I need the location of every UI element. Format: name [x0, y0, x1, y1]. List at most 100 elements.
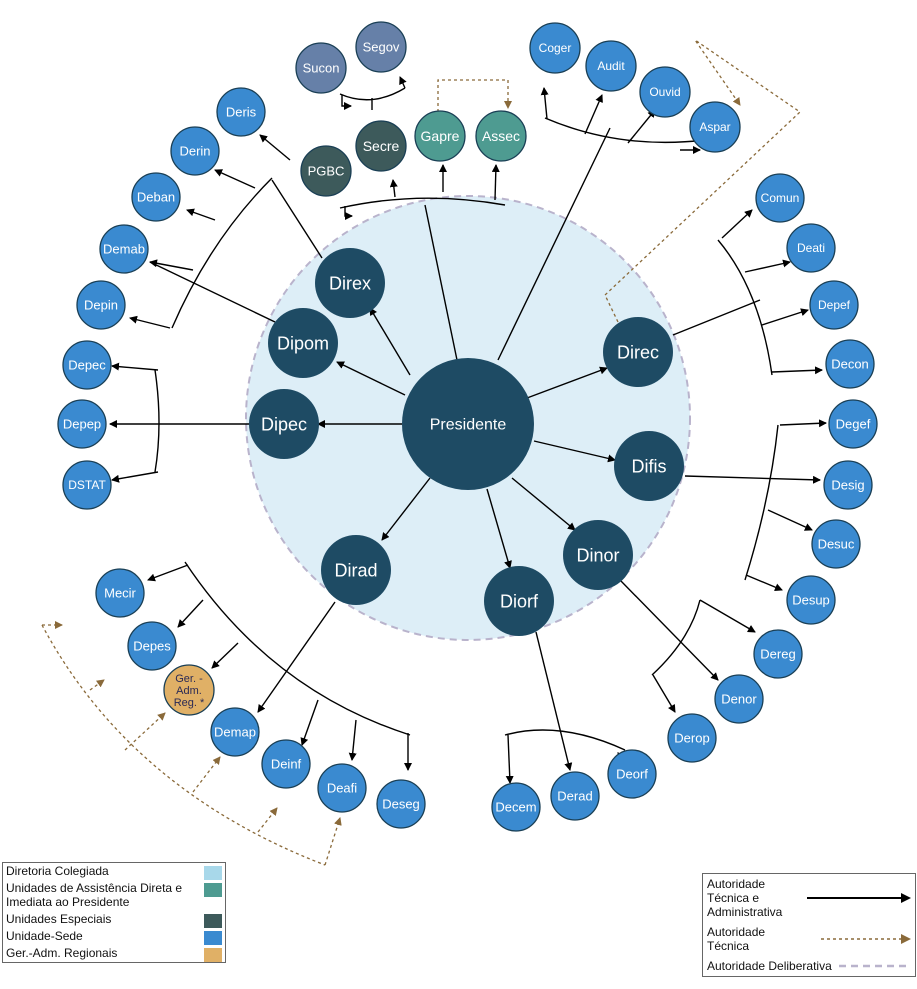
node-circle-dipom: [268, 308, 338, 378]
node-label-gapre: Gapre: [421, 128, 460, 144]
swatch-diretoria: [204, 866, 222, 880]
node-segov: Segov: [355, 21, 407, 73]
node-desig: Desig: [823, 460, 873, 510]
link-to-ouvid: [627, 109, 656, 144]
node-circle-desup: [786, 575, 836, 625]
tech-link-gapre-assec: [437, 79, 512, 112]
node-diorf: Diorf: [484, 566, 554, 636]
link-to-dereg: [699, 599, 756, 633]
swatch-regional: [204, 948, 222, 962]
swatch-sede: [204, 931, 222, 945]
node-circle-sucon: [295, 42, 347, 94]
node-dipom: Dipom: [268, 308, 338, 378]
node-deafi: Deafi: [317, 763, 367, 813]
node-sucon: Sucon: [295, 42, 347, 94]
node-audit: Audit: [585, 40, 637, 92]
node-circle-coger: [529, 22, 581, 74]
node-gerreg: Ger. -Adm.Reg. *: [163, 664, 215, 716]
node-circle-dinor: [563, 520, 633, 590]
node-label-depep: Depep: [63, 417, 101, 432]
node-dipec: Dipec: [249, 389, 319, 459]
node-label-segov: Segov: [363, 40, 400, 55]
dirad-bracket: [184, 561, 411, 736]
node-circle-dereg: [753, 629, 803, 679]
node-depep: Depep: [57, 399, 107, 449]
legend-item-assist: Unidades de Assistência Direta e Imediat…: [3, 880, 225, 911]
node-circle-depin: [76, 280, 126, 330]
node-desuc: Desuc: [811, 519, 861, 569]
node-label-dipom: Dipom: [277, 333, 329, 353]
node-circle-derad: [550, 771, 600, 821]
node-circle-depep: [57, 399, 107, 449]
node-circle-mecir: [95, 568, 145, 618]
node-label-desig: Desig: [831, 478, 864, 493]
node-label-dinor: Dinor: [576, 545, 619, 565]
node-deati: Deati: [786, 223, 836, 273]
node-circle-segov: [355, 21, 407, 73]
link-to-depec: [111, 362, 159, 371]
node-aspar: Aspar: [689, 101, 741, 153]
node-circle-assec: [475, 110, 527, 162]
node-circle-center: [402, 358, 534, 490]
node-pgbc: PGBC: [300, 145, 352, 197]
node-difis: Difis: [614, 431, 684, 501]
legend-authority-types: Autoridade Técnica e Administrativa Auto…: [702, 873, 916, 977]
link-dipom-demab: [149, 261, 276, 323]
node-label-deban: Deban: [137, 190, 175, 205]
link-to-degef: [779, 419, 827, 428]
node-label-pgbc: PGBC: [308, 164, 345, 179]
node-circle-deati: [786, 223, 836, 273]
node-label-secre: Secre: [363, 138, 400, 154]
node-circle-dipec: [249, 389, 319, 459]
link-to-deinf: [300, 699, 319, 746]
tech-bracket-regionais: [41, 624, 326, 866]
node-circle-degef: [828, 399, 878, 449]
node-label-denor: Denor: [721, 692, 757, 707]
node-depes: Depes: [127, 621, 177, 671]
link-to-mecir: [147, 564, 189, 582]
node-circle-dirad: [321, 535, 391, 605]
link-to-gerreg: [211, 642, 239, 669]
node-circle-denor: [714, 674, 764, 724]
link-difis-bracket: [684, 475, 821, 484]
link-to-depin: [129, 315, 171, 329]
node-derin: Derin: [170, 126, 220, 176]
link-presidente-diorf: [486, 488, 512, 569]
node-circle-deafi: [317, 763, 367, 813]
link-presidente-direc: [526, 366, 608, 399]
node-label-degef: Degef: [836, 417, 871, 432]
node-ouvid: Ouvid: [639, 66, 691, 118]
node-circle-desuc: [811, 519, 861, 569]
node-label-gerreg-2: Reg. *: [174, 697, 205, 709]
node-label-desup: Desup: [792, 593, 830, 608]
node-label-direx: Direx: [329, 273, 371, 293]
node-circle-desig: [823, 460, 873, 510]
node-circle-direc: [603, 317, 673, 387]
link-presidente-controle: [497, 127, 611, 361]
node-label-audit: Audit: [597, 59, 625, 73]
link-to-pgbc: [344, 206, 353, 220]
dotted-arrow-icon: [821, 934, 911, 944]
node-label-gerreg-0: Ger. -: [175, 673, 203, 685]
node-deinf: Deinf: [261, 739, 311, 789]
node-label-sucon: Sucon: [303, 61, 340, 76]
node-direx: Direx: [315, 248, 385, 318]
node-secre: Secre: [355, 120, 407, 172]
node-assec: Assec: [475, 110, 527, 162]
node-circle-depes: [127, 621, 177, 671]
legend-item-special: Unidades Especiais: [3, 911, 225, 928]
link-to-sucon: [341, 95, 352, 110]
node-circle-audit: [585, 40, 637, 92]
node-label-deorf: Deorf: [616, 767, 648, 782]
node-circle-deban: [131, 172, 181, 222]
legend-item-tech-admin: Autoridade Técnica e Administrativa: [703, 874, 915, 922]
legend-item-diretoria: Diretoria Colegiada: [3, 863, 225, 880]
legend-item-regional: Ger.-Adm. Regionais: [3, 945, 225, 962]
diorf-bracket: [504, 729, 626, 751]
node-label-derin: Derin: [179, 144, 210, 159]
link-to-derop: [652, 674, 676, 713]
link-to-deati: [744, 259, 791, 273]
link-to-desuc: [767, 509, 813, 531]
node-decem: Decem: [491, 782, 541, 832]
node-label-direc: Direc: [617, 342, 659, 362]
